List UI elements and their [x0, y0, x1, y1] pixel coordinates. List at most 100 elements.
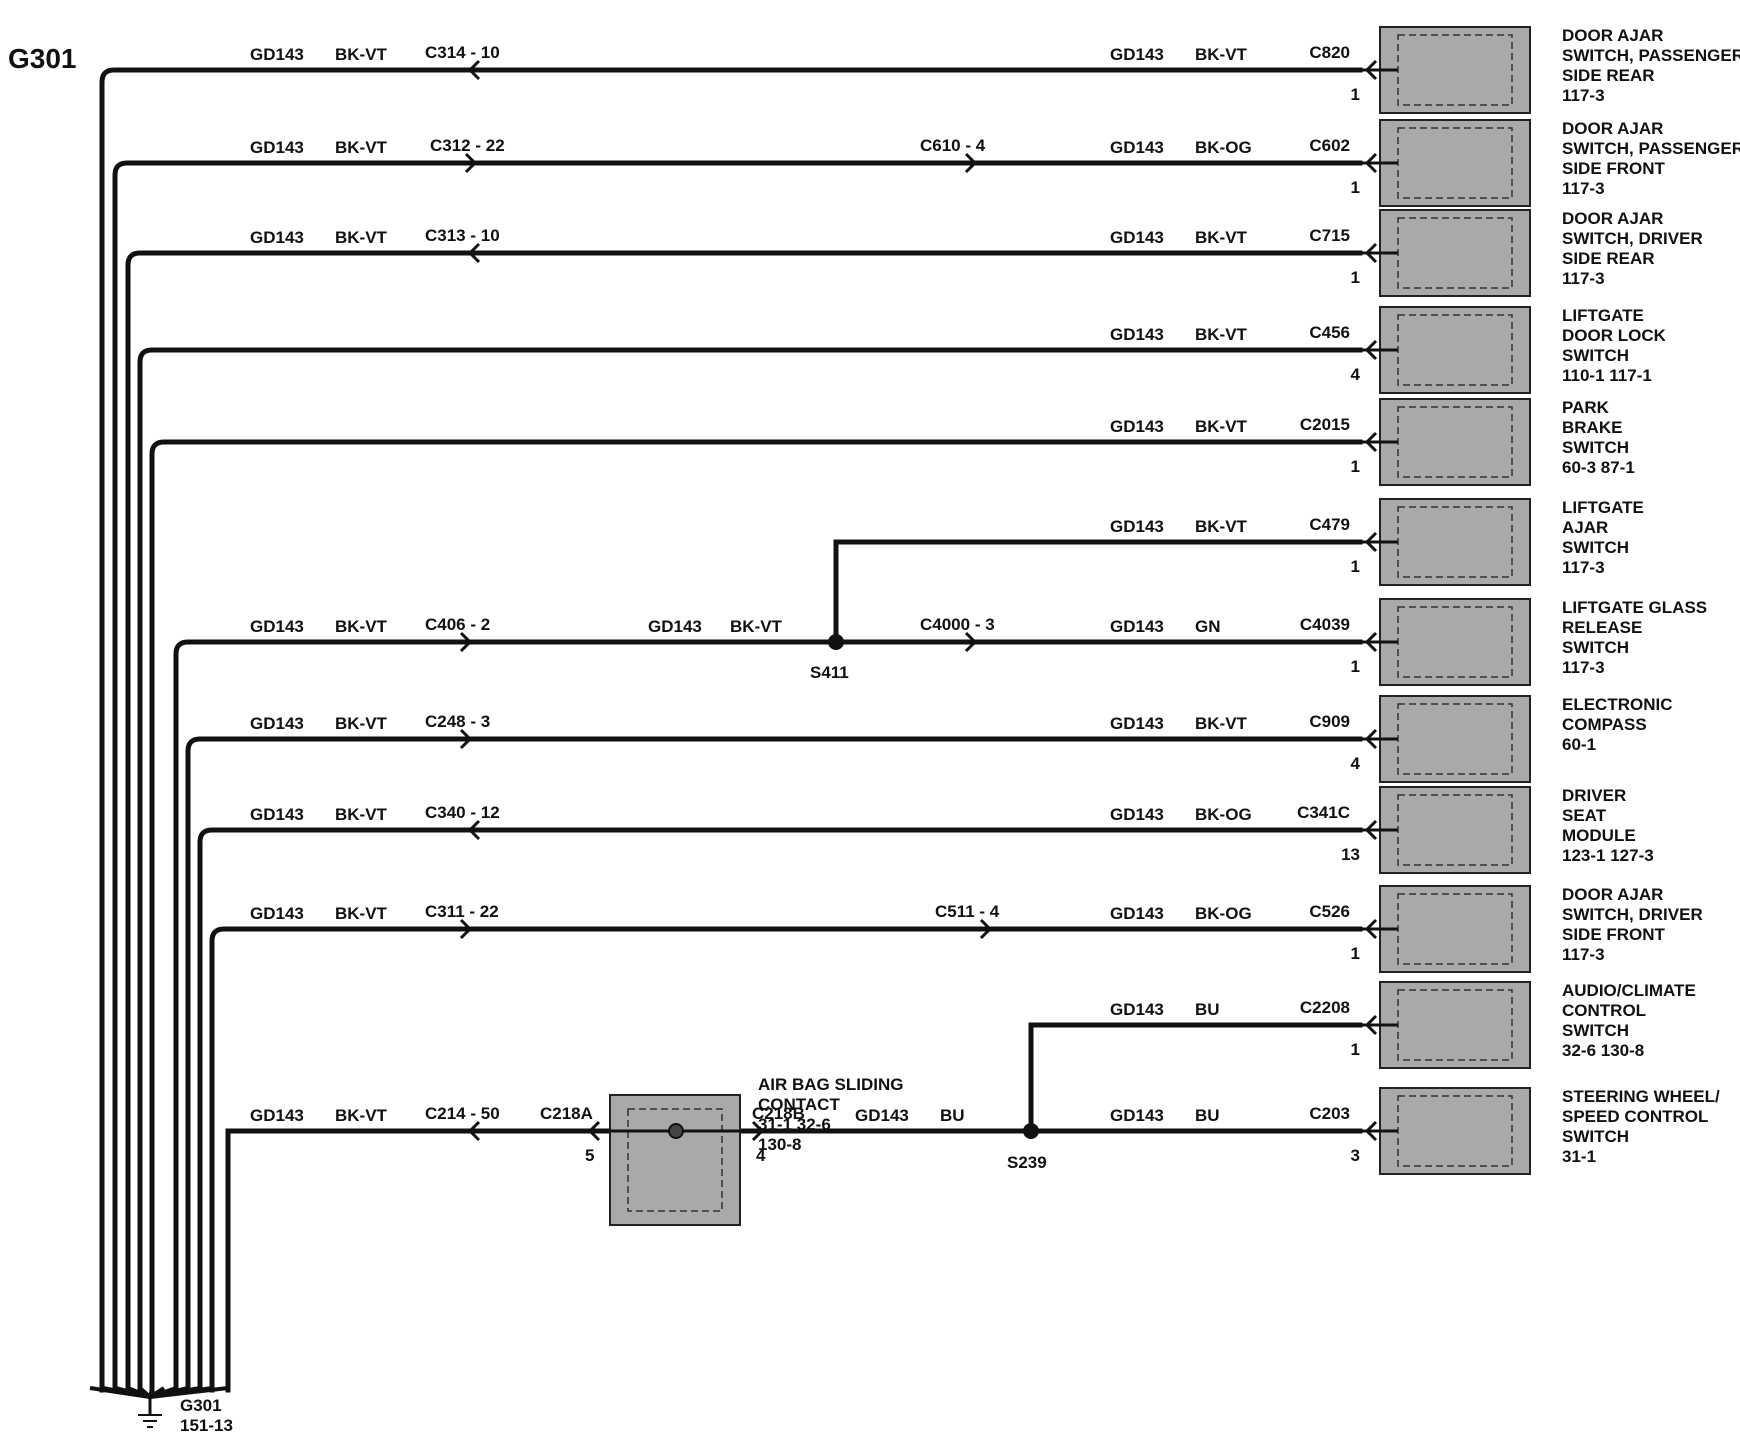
component-label: LIFTGATE GLASS: [1562, 598, 1707, 617]
inline-connector-label: C314 - 10: [425, 43, 500, 62]
wire-circuit-label: GD143: [250, 714, 304, 733]
splice-label: S411: [810, 663, 849, 682]
component-label: SIDE FRONT: [1562, 925, 1666, 944]
component-box: [1379, 209, 1531, 297]
page-title: G301: [8, 43, 77, 74]
component-label: 117-3: [1562, 945, 1605, 964]
splice-node: [828, 634, 844, 650]
component-label: AJAR: [1562, 518, 1608, 537]
end-pin-label: 1: [1351, 657, 1360, 676]
connector-arrow: [751, 1120, 765, 1142]
component-label: SWITCH, DRIVER: [1562, 229, 1703, 248]
wire-segment: [137, 347, 1363, 1393]
component-label: SWITCH: [1562, 638, 1629, 657]
end-connector-label: C4039: [1300, 615, 1350, 634]
wire-circuit-label: GD143: [1110, 1000, 1164, 1019]
wire-color-label: BK-OG: [1195, 805, 1252, 824]
wire-color-label: BU: [1195, 1000, 1220, 1019]
end-connector-label: C479: [1309, 515, 1350, 534]
end-connector-label: C715: [1309, 226, 1350, 245]
ground-bundle-line: [149, 1386, 229, 1399]
wire-segment: [185, 736, 1363, 1393]
inline-connector-arrow: [964, 152, 978, 174]
component-label: 117-3: [1562, 658, 1605, 677]
component-label: 123-1 127-3: [1562, 846, 1654, 865]
component-label: CONTROL: [1562, 1001, 1646, 1020]
component-label: DOOR AJAR: [1562, 26, 1663, 45]
component-label: LIFTGATE: [1562, 306, 1644, 325]
component-label: SWITCH, PASSENGER: [1562, 139, 1740, 158]
component-label: 110-1 117-1: [1562, 366, 1652, 385]
component-label: STEERING WHEEL/: [1562, 1087, 1720, 1106]
wire-color-label: BU: [940, 1106, 965, 1125]
component-label: 117-3: [1562, 269, 1605, 288]
inline-connector-arrow: [459, 918, 473, 940]
component-label: 60-3 87-1: [1562, 458, 1635, 477]
component-box: [1379, 498, 1531, 586]
wire-circuit-label: GD143: [1110, 1106, 1164, 1125]
wire-color-label: BK-VT: [335, 228, 388, 247]
component-label: BRAKE: [1562, 418, 1622, 437]
wire-color-label: BK-VT: [335, 138, 388, 157]
inline-connector-arrow: [979, 918, 993, 940]
end-connector-label: C456: [1309, 323, 1350, 342]
wire-color-label: BK-VT: [1195, 325, 1248, 344]
airbag-contact-inner: [627, 1108, 723, 1212]
wire-color-label: BK-VT: [335, 805, 388, 824]
ground-id-label: G301: [180, 1396, 222, 1415]
component-label: 117-3: [1562, 86, 1605, 105]
end-connector-label: C2208: [1300, 998, 1350, 1017]
component-label: DOOR AJAR: [1562, 119, 1663, 138]
component-box: [1379, 695, 1531, 783]
end-pin-label: 1: [1351, 557, 1360, 576]
wire-color-label: BK-VT: [335, 617, 388, 636]
end-pin-label: 4: [1351, 365, 1361, 384]
end-pin-label: 3: [1351, 1146, 1360, 1165]
inline-connector-label: C248 - 3: [425, 712, 490, 731]
component-label: SWITCH, PASSENGER: [1562, 46, 1740, 65]
component-label: DOOR AJAR: [1562, 209, 1663, 228]
inline-connector-label: C406 - 2: [425, 615, 490, 634]
airbag-component-label: CONTACT: [758, 1095, 840, 1114]
wire-segment: [112, 160, 1363, 1393]
wire-segment: [225, 1128, 613, 1393]
ground-ref-label: 151-13: [180, 1416, 233, 1435]
airbag-contact-node: [668, 1123, 684, 1139]
wire-circuit-label: GD143: [250, 617, 304, 636]
component-box: [1379, 119, 1531, 207]
connector-label: C218B: [752, 1104, 805, 1123]
wire-segment: [125, 250, 1363, 1393]
component-label: ELECTRONIC: [1562, 695, 1673, 714]
component-box: [1379, 981, 1531, 1069]
inline-connector-arrow: [467, 59, 481, 81]
inline-connector-arrow: [467, 1120, 481, 1142]
wire-circuit-label: GD143: [1110, 138, 1164, 157]
end-connector-label: C203: [1309, 1104, 1350, 1123]
wire-color-label: GN: [1195, 617, 1221, 636]
component-label: MODULE: [1562, 826, 1636, 845]
component-label: SWITCH: [1562, 538, 1629, 557]
wire-circuit-label: GD143: [855, 1106, 909, 1125]
airbag-component-label: 130-8: [758, 1135, 801, 1154]
wire-circuit-label: GD143: [250, 45, 304, 64]
inline-connector-label: C610 - 4: [920, 136, 986, 155]
end-connector-label: C526: [1309, 902, 1350, 921]
airbag-component-label: 31-1 32-6: [758, 1115, 831, 1134]
wire-color-label: BK-VT: [335, 904, 388, 923]
wire-color-label: BK-VT: [730, 617, 783, 636]
component-box: [1379, 598, 1531, 686]
end-pin-label: 4: [1351, 754, 1361, 773]
component-label: DRIVER: [1562, 786, 1626, 805]
inline-connector-arrow: [459, 631, 473, 653]
inline-connector-arrow: [467, 819, 481, 841]
wire-color-label: BK-OG: [1195, 138, 1252, 157]
wire-circuit-label: GD143: [1110, 417, 1164, 436]
wire-segment: [197, 827, 1363, 1393]
pin-label: 5: [585, 1146, 594, 1165]
component-label: AUDIO/CLIMATE: [1562, 981, 1696, 1000]
component-box: [1379, 306, 1531, 394]
end-pin-label: 1: [1351, 1040, 1360, 1059]
wire-circuit-label: GD143: [1110, 805, 1164, 824]
wire-color-label: BK-VT: [1195, 45, 1248, 64]
wire-circuit-label: GD143: [1110, 904, 1164, 923]
